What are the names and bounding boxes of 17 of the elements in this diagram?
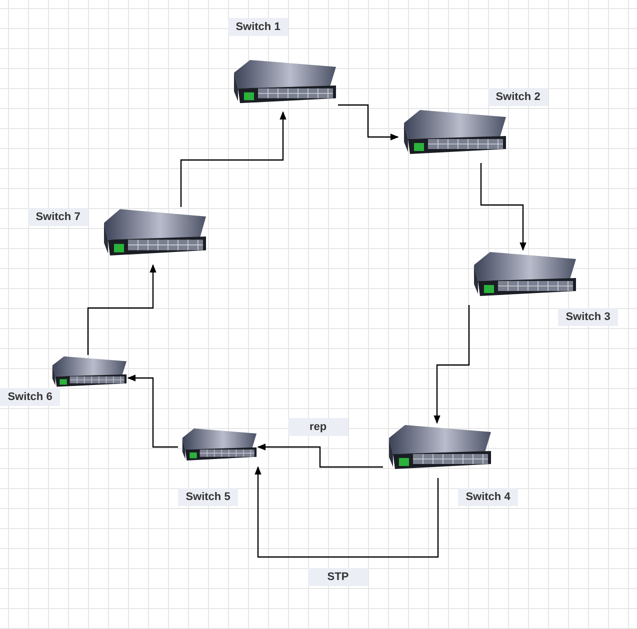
switch-label: Switch 2	[488, 88, 548, 106]
switch-label: Switch 3	[558, 308, 618, 326]
connector-arrow	[180, 111, 286, 207]
connector-arrow	[257, 444, 383, 468]
switch-label: Switch 7	[28, 208, 88, 226]
connector-arrow	[480, 163, 526, 251]
edge-label: STP	[308, 568, 368, 586]
switch-label: Switch 4	[458, 488, 518, 506]
connector-arrow	[254, 466, 439, 558]
connector-arrow	[338, 104, 399, 140]
switch-label: Switch 5	[178, 488, 238, 506]
connector-arrow	[434, 305, 470, 424]
switch-label: Switch 1	[228, 18, 288, 36]
switch-label: Switch 6	[0, 388, 60, 406]
connector-arrow	[87, 264, 156, 355]
connector-arrow	[127, 374, 178, 448]
edge-label: rep	[288, 418, 348, 436]
